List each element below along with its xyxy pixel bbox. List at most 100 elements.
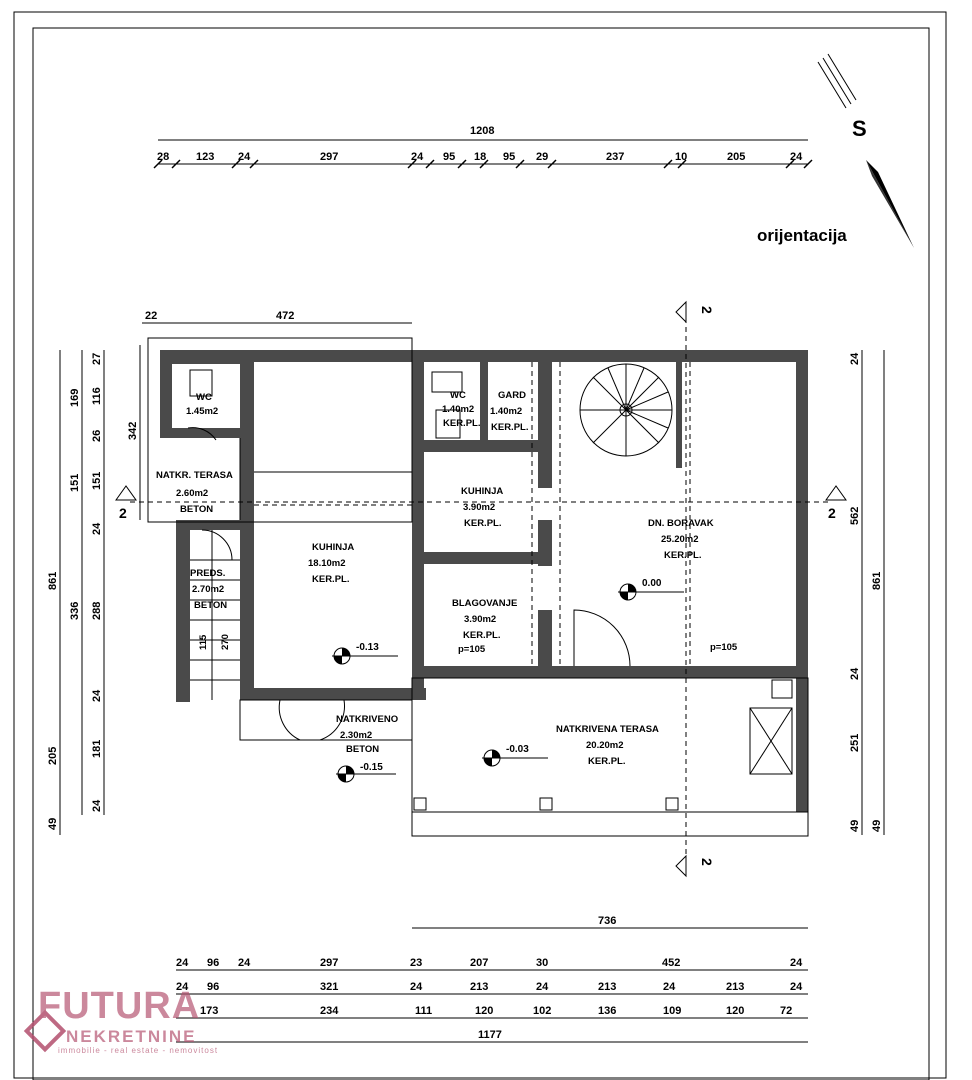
dim-left-24c: 24 — [91, 799, 103, 812]
dim-b3-1: 234 — [320, 1005, 339, 1017]
dim-tick-7 — [479, 159, 489, 169]
dim-b3-8: 72 — [780, 1005, 792, 1017]
logo-diamond-icon — [23, 1009, 67, 1053]
room-blagovanje-name: BLAGOVANJE — [452, 598, 517, 609]
dim-tick-12 — [785, 159, 795, 169]
dim-top-6: 18 — [474, 151, 486, 163]
dim-left-24a: 24 — [91, 522, 103, 535]
logo-sub: NEKRETNINE — [66, 1027, 197, 1046]
dim-b3-2: 111 — [415, 1005, 432, 1017]
room-wc2-name: WC — [450, 390, 466, 401]
sheet-frame-outer — [13, 11, 947, 1079]
room-predsoblje-floor: BETON — [194, 600, 227, 611]
dim-right-49b: 49 — [871, 820, 883, 832]
dim-b3-6: 109 — [663, 1005, 681, 1017]
dim-b3-0: 173 — [200, 1005, 218, 1017]
dim-left-49: 49 — [47, 818, 59, 830]
dim-b1-4: 23 — [410, 957, 422, 969]
dim-right-251: 251 — [849, 734, 861, 752]
dim-tick-10 — [663, 159, 673, 169]
plan-linework — [130, 318, 832, 866]
orientation-label: orijentacija — [757, 226, 847, 245]
dim-tick-11 — [677, 159, 687, 169]
dim-top-11: 205 — [727, 151, 745, 163]
room-natkr-terasa-name: NATKR. TERASA — [156, 470, 233, 481]
dim-left-181: 181 — [91, 740, 103, 758]
room-blagovanje-floor: KER.PL. — [463, 630, 500, 641]
room-natkrivena-terasa-area: 20.20m2 — [586, 740, 624, 751]
dim-left-27: 27 — [91, 353, 103, 365]
dim-b2-8: 213 — [726, 981, 744, 993]
spiral-staircase-icon — [579, 363, 673, 457]
room-natkriveno-name: NATKRIVENO — [336, 714, 398, 725]
dim-b1-5: 207 — [470, 957, 488, 969]
dim-b1-6: 30 — [536, 957, 548, 969]
room-dnevni-floor: KER.PL. — [664, 550, 701, 561]
dim-b1-1: 96 — [207, 957, 219, 969]
dim-top-9: 237 — [606, 151, 624, 163]
dim-b2-7: 24 — [663, 981, 676, 993]
dim-left-26: 26 — [91, 430, 103, 442]
dim-right-24b: 24 — [849, 667, 861, 680]
level-marker-icon-ulaz — [336, 765, 396, 783]
room-natkrivena-terasa-floor: KER.PL. — [588, 756, 625, 767]
dim-tick-8 — [515, 159, 525, 169]
logo-tagline: immobilie - real estate - nemovitost — [58, 1046, 218, 1055]
dim-left-169: 169 — [69, 389, 81, 407]
room-wc2-area: 1.40m2 — [442, 404, 474, 415]
dim-top-12: 24 — [790, 151, 803, 163]
dim-tick-2 — [231, 159, 241, 169]
dim-b1-8: 24 — [790, 957, 803, 969]
dim-b1-2: 24 — [238, 957, 251, 969]
room-predsoblje-area: 2.70m2 — [192, 584, 224, 595]
dim-tick-0 — [153, 159, 163, 169]
dim-top-2: 24 — [238, 151, 251, 163]
section-marker-icon-right — [825, 485, 847, 501]
dim-left-336: 336 — [69, 602, 81, 620]
dim-b2-9: 24 — [790, 981, 803, 993]
room-kuhinja-small-name: KUHINJA — [461, 486, 503, 497]
room-predsoblje-name: PREDS. — [190, 568, 225, 579]
level-kuhinja: -0.13 — [356, 642, 379, 653]
section-marker-left: 2 — [119, 505, 127, 521]
room-natkr-terasa-floor: BETON — [180, 504, 213, 515]
dim-b1-7: 452 — [662, 957, 680, 969]
dim-b2-3: 24 — [410, 981, 423, 993]
dim-tick-3 — [249, 159, 259, 169]
building-walls — [160, 350, 808, 812]
dim-tick-13 — [803, 159, 813, 169]
dim-b3-4: 102 — [533, 1005, 551, 1017]
bottom-dimension-chains — [176, 927, 808, 1043]
room-blagovanje-area: 3.90m2 — [464, 614, 496, 625]
dim-b3-3: 120 — [475, 1005, 493, 1017]
room-dnevni-name: DN. BORAVAK — [648, 518, 714, 529]
dim-left-151: 151 — [69, 474, 81, 492]
room-kuhinja-big-area: 18.10m2 — [308, 558, 346, 569]
dim-b2-4: 213 — [470, 981, 488, 993]
dim-b2-1: 96 — [207, 981, 219, 993]
dim-b2-5: 24 — [536, 981, 549, 993]
dim-b3-7: 120 — [726, 1005, 744, 1017]
room-gard-floor: KER.PL. — [491, 422, 528, 433]
room-blagovanje-note: p=105 — [458, 644, 486, 655]
dim-b2-0: 24 — [176, 981, 189, 993]
room-natkrivena-terasa-name: NATKRIVENA TERASA — [556, 724, 659, 735]
left-dimension-chains — [59, 345, 141, 835]
room-gard-area: 1.40m2 — [490, 406, 522, 417]
dim-stair-115: 115 — [198, 634, 209, 650]
level-terasa: -0.03 — [506, 744, 529, 755]
north-letter: S — [852, 116, 867, 141]
dim-top-5: 95 — [443, 151, 455, 163]
dim-right-861: 861 — [871, 572, 883, 590]
dim-top-3: 297 — [320, 151, 338, 163]
section-marker-right: 2 — [828, 505, 836, 521]
logo-name: FUTURA — [38, 985, 200, 1027]
dim-top-total: 1208 — [470, 125, 494, 137]
dim-bottom-736: 736 — [598, 915, 616, 927]
room-natkriveno-floor: BETON — [346, 744, 379, 755]
dim-top-0: 28 — [157, 151, 169, 163]
dim-left-151b: 151 — [91, 472, 103, 490]
room-wc-name: WC — [196, 392, 212, 403]
dim-right-24a: 24 — [849, 352, 861, 365]
top-dimension-chain — [153, 139, 813, 169]
